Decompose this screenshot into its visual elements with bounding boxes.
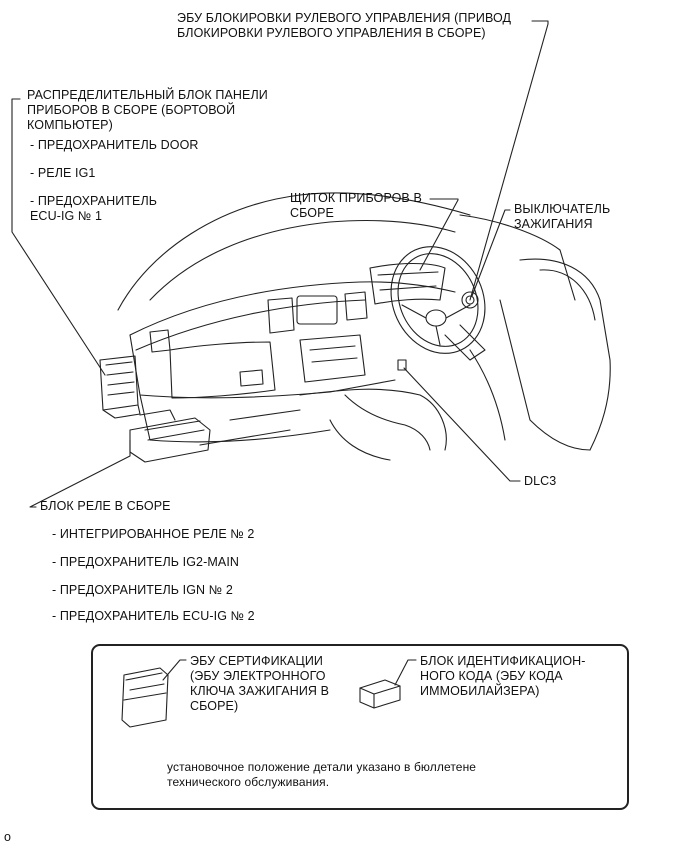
- leader-lines: [11, 20, 549, 686]
- relay-item-ecu-ig2-fuse: - ПРЕДОХРАНИТЕЛЬ ECU-IG № 2: [52, 609, 255, 623]
- center-stack: [299, 334, 366, 383]
- certification-ecu-part: [121, 667, 169, 728]
- dash-top: [129, 281, 456, 336]
- label-instrument-panel-junction-block: РАСПРЕДЕЛИТЕЛЬНЫЙ БЛОК ПАНЕЛИ ПРИБОРОВ В…: [27, 88, 268, 132]
- windshield-frame: [117, 192, 471, 311]
- label-combination-meter: ЩИТОК ПРИБОРОВ В СБОРЕ: [290, 191, 422, 220]
- dlc3-connector: [397, 359, 407, 371]
- jb-item-door-fuse: - ПРЕДОХРАНИТЕЛЬ DOOR: [30, 138, 199, 152]
- seat-back: [519, 258, 611, 451]
- relay-block: [129, 417, 211, 463]
- leader-relay-block: [29, 439, 131, 508]
- steering-wheel: [390, 246, 486, 354]
- relay-item-integration-relay: - ИНТЕГРИРОВАННОЕ РЕЛЕ № 2: [52, 527, 255, 541]
- jb-item-ecu-ig1-fuse: - ПРЕДОХРАНИТЕЛЬ ECU-IG № 1: [30, 194, 158, 223]
- leader-junction-block: [11, 98, 106, 376]
- combination-meter: [369, 263, 446, 305]
- installation-note: установочное положение детали указано в …: [167, 760, 477, 789]
- label-dlc3: DLC3: [524, 474, 557, 488]
- label-certification-ecu: ЭБУ СЕРТИФИКАЦИИ (ЭБУ ЭЛЕКТРОННОГО КЛЮЧА…: [190, 654, 330, 713]
- leader-ignition-switch: [471, 209, 511, 297]
- leader-meter: [419, 198, 459, 271]
- label-id-code-box: БЛОК ИДЕНТИФИКАЦИОН- НОГО КОДА (ЭБУ КОДА…: [420, 654, 586, 698]
- steering-hub: [425, 309, 447, 327]
- leader-id-box: [394, 659, 417, 686]
- corner-mark: o: [4, 830, 12, 844]
- glovebox: [169, 341, 276, 399]
- label-ignition-switch: ВЫКЛЮЧАТЕЛЬ ЗАЖИГАНИЯ: [514, 202, 611, 231]
- jb-item-ig1-relay: - РЕЛЕ IG1: [30, 166, 96, 180]
- ignition-switch-part: [461, 291, 479, 309]
- windshield-inner: [149, 219, 456, 301]
- leader-cert-ecu: [162, 659, 187, 681]
- id-code-box-part: [359, 679, 401, 709]
- center-display: [296, 295, 338, 325]
- relay-item-ig2-main-fuse: - ПРЕДОХРАНИТЕЛЬ IG2-MAIN: [52, 555, 240, 569]
- relay-item-ign2-fuse: - ПРЕДОХРАНИТЕЛЬ IGN № 2: [52, 583, 233, 597]
- label-steering-lock-ecu: ЭБУ БЛОКИРОВКИ РУЛЕВОГО УПРАВЛЕНИЯ (ПРИВ…: [177, 11, 512, 40]
- center-console: [299, 388, 447, 451]
- label-relay-block: БЛОК РЕЛЕ В СБОРЕ: [40, 499, 171, 513]
- leader-dlc3: [403, 367, 521, 482]
- instrument-panel-junction-block: [99, 355, 139, 411]
- reference-parts-box: [91, 644, 629, 810]
- leader-steering-lock: [469, 20, 549, 301]
